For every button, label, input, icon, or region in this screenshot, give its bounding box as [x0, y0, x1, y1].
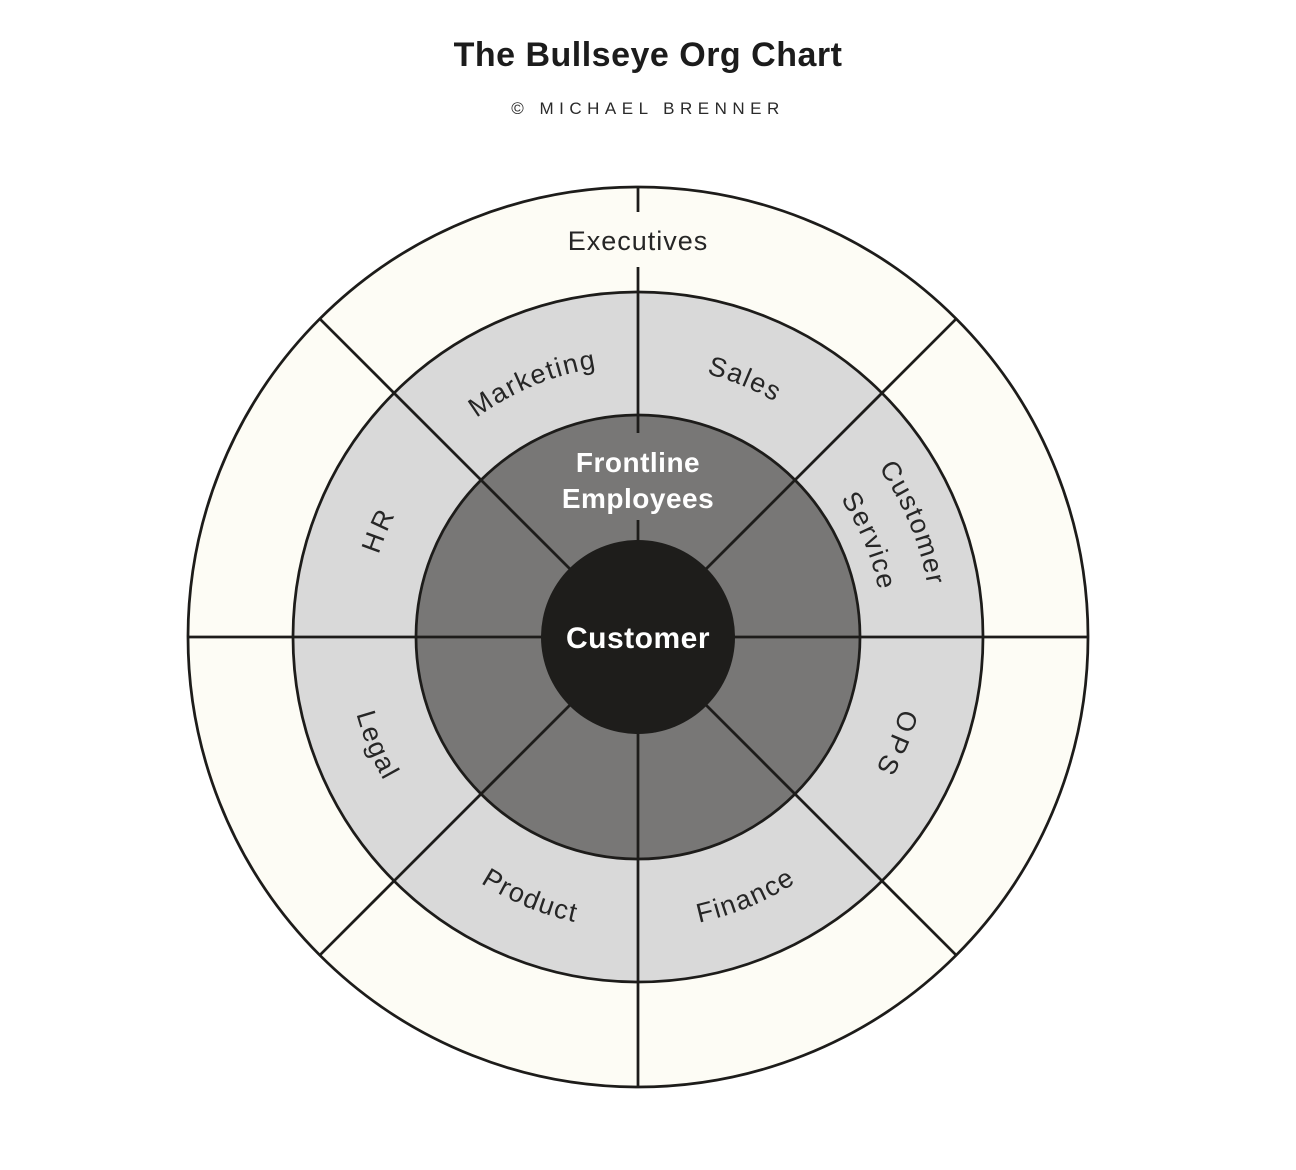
label-executives: Executives	[568, 226, 709, 256]
page-title: The Bullseye Org Chart	[453, 36, 843, 74]
label-frontline-line2: Employees	[562, 483, 714, 514]
label-frontline-line1: Frontline	[576, 447, 700, 478]
customer-center-circle	[541, 540, 735, 734]
frontline-label-backing	[566, 433, 710, 520]
label-customer: Customer	[566, 622, 710, 655]
executives-label-backing	[560, 212, 716, 267]
byline: © MICHAEL BRENNER	[511, 99, 785, 118]
